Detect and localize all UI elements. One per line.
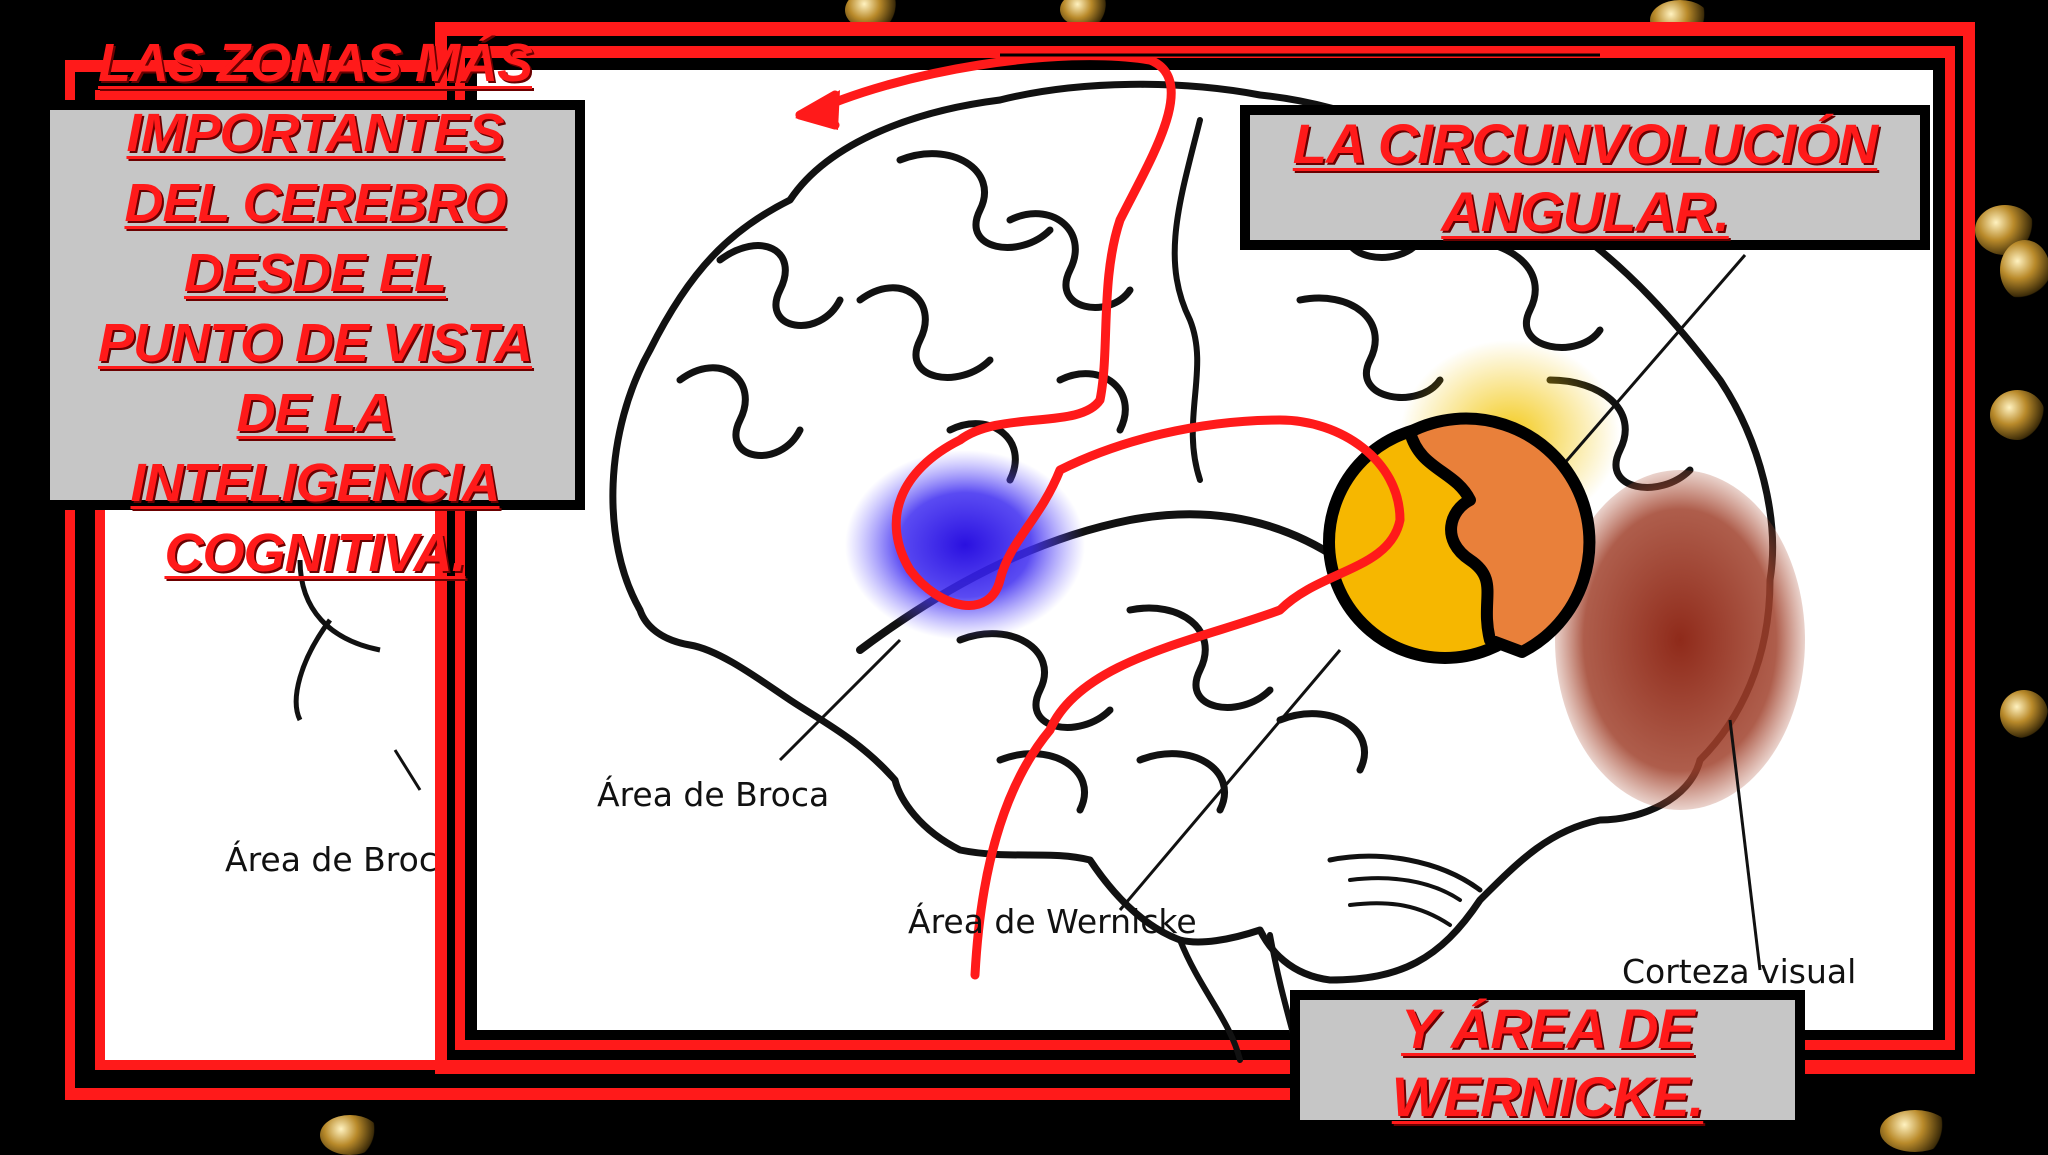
circunvolucion-line: LA CIRCUNVOLUCIÓN	[1292, 112, 1878, 175]
title-line: LAS ZONAS MÁS	[97, 33, 533, 93]
title-line: INTELIGENCIA	[130, 453, 500, 513]
wernicke-label: Área de Wernicke	[908, 902, 1197, 941]
circunvolucion-heading: LA CIRCUNVOLUCIÓN ANGULAR.	[1240, 110, 1930, 246]
broca-label-back: Área de Broc	[225, 840, 437, 879]
wernicke-line: WERNICKE.	[1391, 1065, 1704, 1128]
decorative-bead	[2000, 240, 2048, 300]
back-brain-outline	[293, 559, 422, 791]
title-line: DE LA	[236, 383, 395, 443]
circunvolucion-box	[1240, 105, 1930, 250]
decorative-bead	[1990, 390, 2045, 440]
wernicke-box	[1290, 990, 1805, 1130]
wernicke-heading: Y ÁREA DE WERNICKE.	[1290, 995, 1805, 1131]
broca-region	[845, 450, 1085, 640]
wernicke-line: Y ÁREA DE	[1401, 997, 1695, 1060]
decorative-bead	[320, 1115, 380, 1155]
broca-label: Área de Broca	[597, 775, 830, 814]
title-line: IMPORTANTES	[126, 103, 504, 163]
title-line: DEL CEREBRO	[124, 173, 506, 233]
title-box	[40, 100, 585, 510]
page-title: LAS ZONAS MÁS IMPORTANTES DEL CEREBRO DE…	[45, 28, 585, 588]
circunvolucion-line: ANGULAR.	[1441, 180, 1730, 243]
angular-gyrus-icon	[1323, 412, 1596, 664]
title-line: PUNTO DE VISTA	[97, 313, 533, 373]
decorative-bead	[1880, 1110, 1950, 1152]
corteza-visual-label: Corteza visual	[1622, 952, 1857, 991]
title-line: DESDE EL	[183, 243, 447, 303]
visual-cortex-region	[1555, 470, 1805, 810]
red-arrowhead	[795, 90, 840, 130]
decorative-bead	[2000, 690, 2048, 738]
title-line: COGNITIVA.	[164, 523, 466, 583]
